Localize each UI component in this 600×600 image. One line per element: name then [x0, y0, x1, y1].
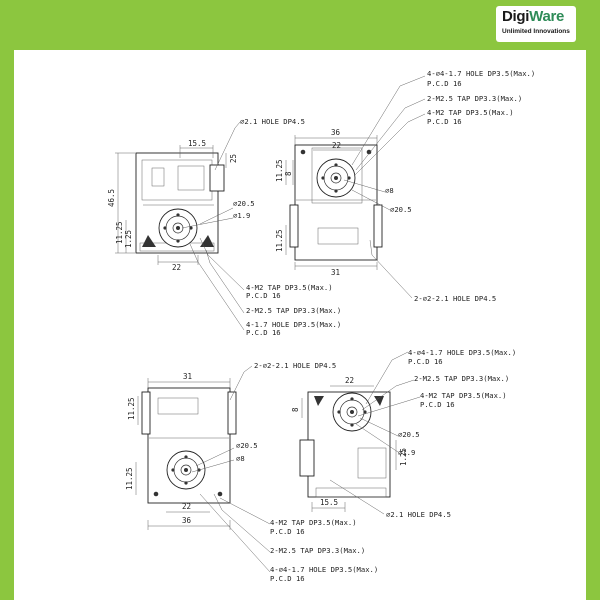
tl-dia-outer: ⌀20.5	[233, 199, 255, 208]
view-bottom-left: 2-⌀2-2.1 HOLE DP4.5 31 11.25 ⌀20.5 ⌀8 11…	[125, 361, 378, 583]
br-note-hole: ⌀2.1 HOLE DP4.5	[386, 510, 451, 519]
tl-note-m25: 2-M2.5 TAP DP3.3(Max.)	[246, 306, 341, 315]
bl-note-m25: 2-M2.5 TAP DP3.3(Max.)	[270, 546, 365, 555]
br-horn	[332, 392, 372, 432]
bl-dim-31: 31	[183, 372, 192, 381]
tr-dia-outer: ⌀20.5	[390, 205, 412, 214]
logo-brand: DigiWare	[502, 8, 564, 25]
logo-brand-a: Digi	[502, 8, 530, 25]
br-note-m25: 2-M2.5 TAP DP3.3(Max.)	[414, 374, 509, 383]
br-note-h17-pcd: P.C.D 16	[408, 357, 443, 366]
tr-note-m2-pcd: P.C.D 16	[427, 117, 462, 126]
tr-note-m2: 4-M2 TAP DP3.5(Max.)	[427, 108, 514, 117]
bl-note-h17-pcd: P.C.D 16	[270, 574, 305, 583]
tr-horn	[316, 158, 356, 198]
tl-note-h17: 4-1.7 HOLE DP3.5(Max.)	[246, 320, 341, 329]
digiware-logo: DigiWare Unlimited Innovations	[496, 6, 576, 42]
bl-note-m2: 4-M2 TAP DP3.5(Max.)	[270, 518, 357, 527]
br-note-h17: 4-⌀4-1.7 HOLE DP3.5(Max.)	[408, 348, 516, 357]
tl-dim-side-b: 1.25	[124, 230, 133, 248]
br-dim-155: 15.5	[320, 498, 338, 507]
bl-dim-side-b: 11.25	[125, 467, 134, 490]
br-dia-outer: ⌀20.5	[398, 430, 420, 439]
logo-brand-b: Ware	[529, 8, 565, 25]
tr-dim-side-c: 11.25	[275, 229, 284, 252]
tl-dim-22: 22	[172, 263, 181, 272]
drawing-sheet	[14, 50, 586, 600]
logo-tagline: Unlimited Innovations	[502, 28, 570, 35]
bl-dia-8: ⌀8	[236, 454, 245, 463]
bl-dim-side-a: 11.25	[127, 397, 136, 420]
tr-dim-side-a: 11.25	[275, 159, 284, 182]
br-dia-inner: ⌀1.9	[398, 448, 415, 457]
tr-dim-side-b: 8	[284, 171, 293, 176]
br-note-m2-pcd: P.C.D 16	[420, 400, 455, 409]
bl-note-m2-pcd: P.C.D 16	[270, 527, 305, 536]
br-dim-side-b: 1.25	[399, 448, 408, 466]
tl-dim-top: 15.5	[188, 139, 206, 148]
tl-note-m2: 4-M2 TAP DP3.5(Max.)	[246, 283, 333, 292]
tl-dia-inner: ⌀1.9	[233, 211, 250, 220]
bl-note-hole: 2-⌀2-2.1 HOLE DP4.5	[254, 361, 336, 370]
tr-dim-36: 36	[331, 128, 341, 137]
view-top-right: 4-⌀4-1.7 HOLE DP3.5(Max.) P.C.D 16 2-M2.…	[275, 69, 535, 303]
tl-dim-25: 25	[229, 154, 238, 163]
tl-horn	[158, 208, 198, 248]
br-dim-22: 22	[345, 376, 354, 385]
tl-dim-height: 46.5	[107, 189, 116, 207]
tr-note-h17: 4-⌀4-1.7 HOLE DP3.5(Max.)	[427, 69, 535, 78]
br-dim-side-a: 8	[291, 407, 300, 412]
tl-note-h17-pcd: P.C.D 16	[246, 328, 281, 337]
tr-note-hole: 2-⌀2-2.1 HOLE DP4.5	[414, 294, 496, 303]
view-bottom-right: 4-⌀4-1.7 HOLE DP3.5(Max.) P.C.D 16 22 2-…	[291, 348, 516, 519]
tr-note-m25: 2-M2.5 TAP DP3.3(Max.)	[427, 94, 522, 103]
tl-dim-side-a: 11.25	[115, 221, 124, 244]
tl-note-m2-pcd: P.C.D 16	[246, 291, 281, 300]
tr-dim-31: 31	[331, 268, 340, 277]
tr-dim-22: 22	[332, 141, 341, 150]
bl-dim-36: 36	[182, 516, 192, 525]
bl-note-h17: 4-⌀4-1.7 HOLE DP3.5(Max.)	[270, 565, 378, 574]
tl-note-hole: ⌀2.1 HOLE DP4.5	[240, 117, 305, 126]
tr-dia-8: ⌀8	[385, 186, 394, 195]
bl-dim-22: 22	[182, 502, 191, 511]
bl-dia-outer: ⌀20.5	[236, 441, 258, 450]
tr-note-h17-pcd: P.C.D 16	[427, 79, 462, 88]
br-note-m2: 4-M2 TAP DP3.5(Max.)	[420, 391, 507, 400]
view-top-left: ⌀2.1 HOLE DP4.5 15.5 46.5 25 22 11.25 1.…	[107, 117, 341, 337]
